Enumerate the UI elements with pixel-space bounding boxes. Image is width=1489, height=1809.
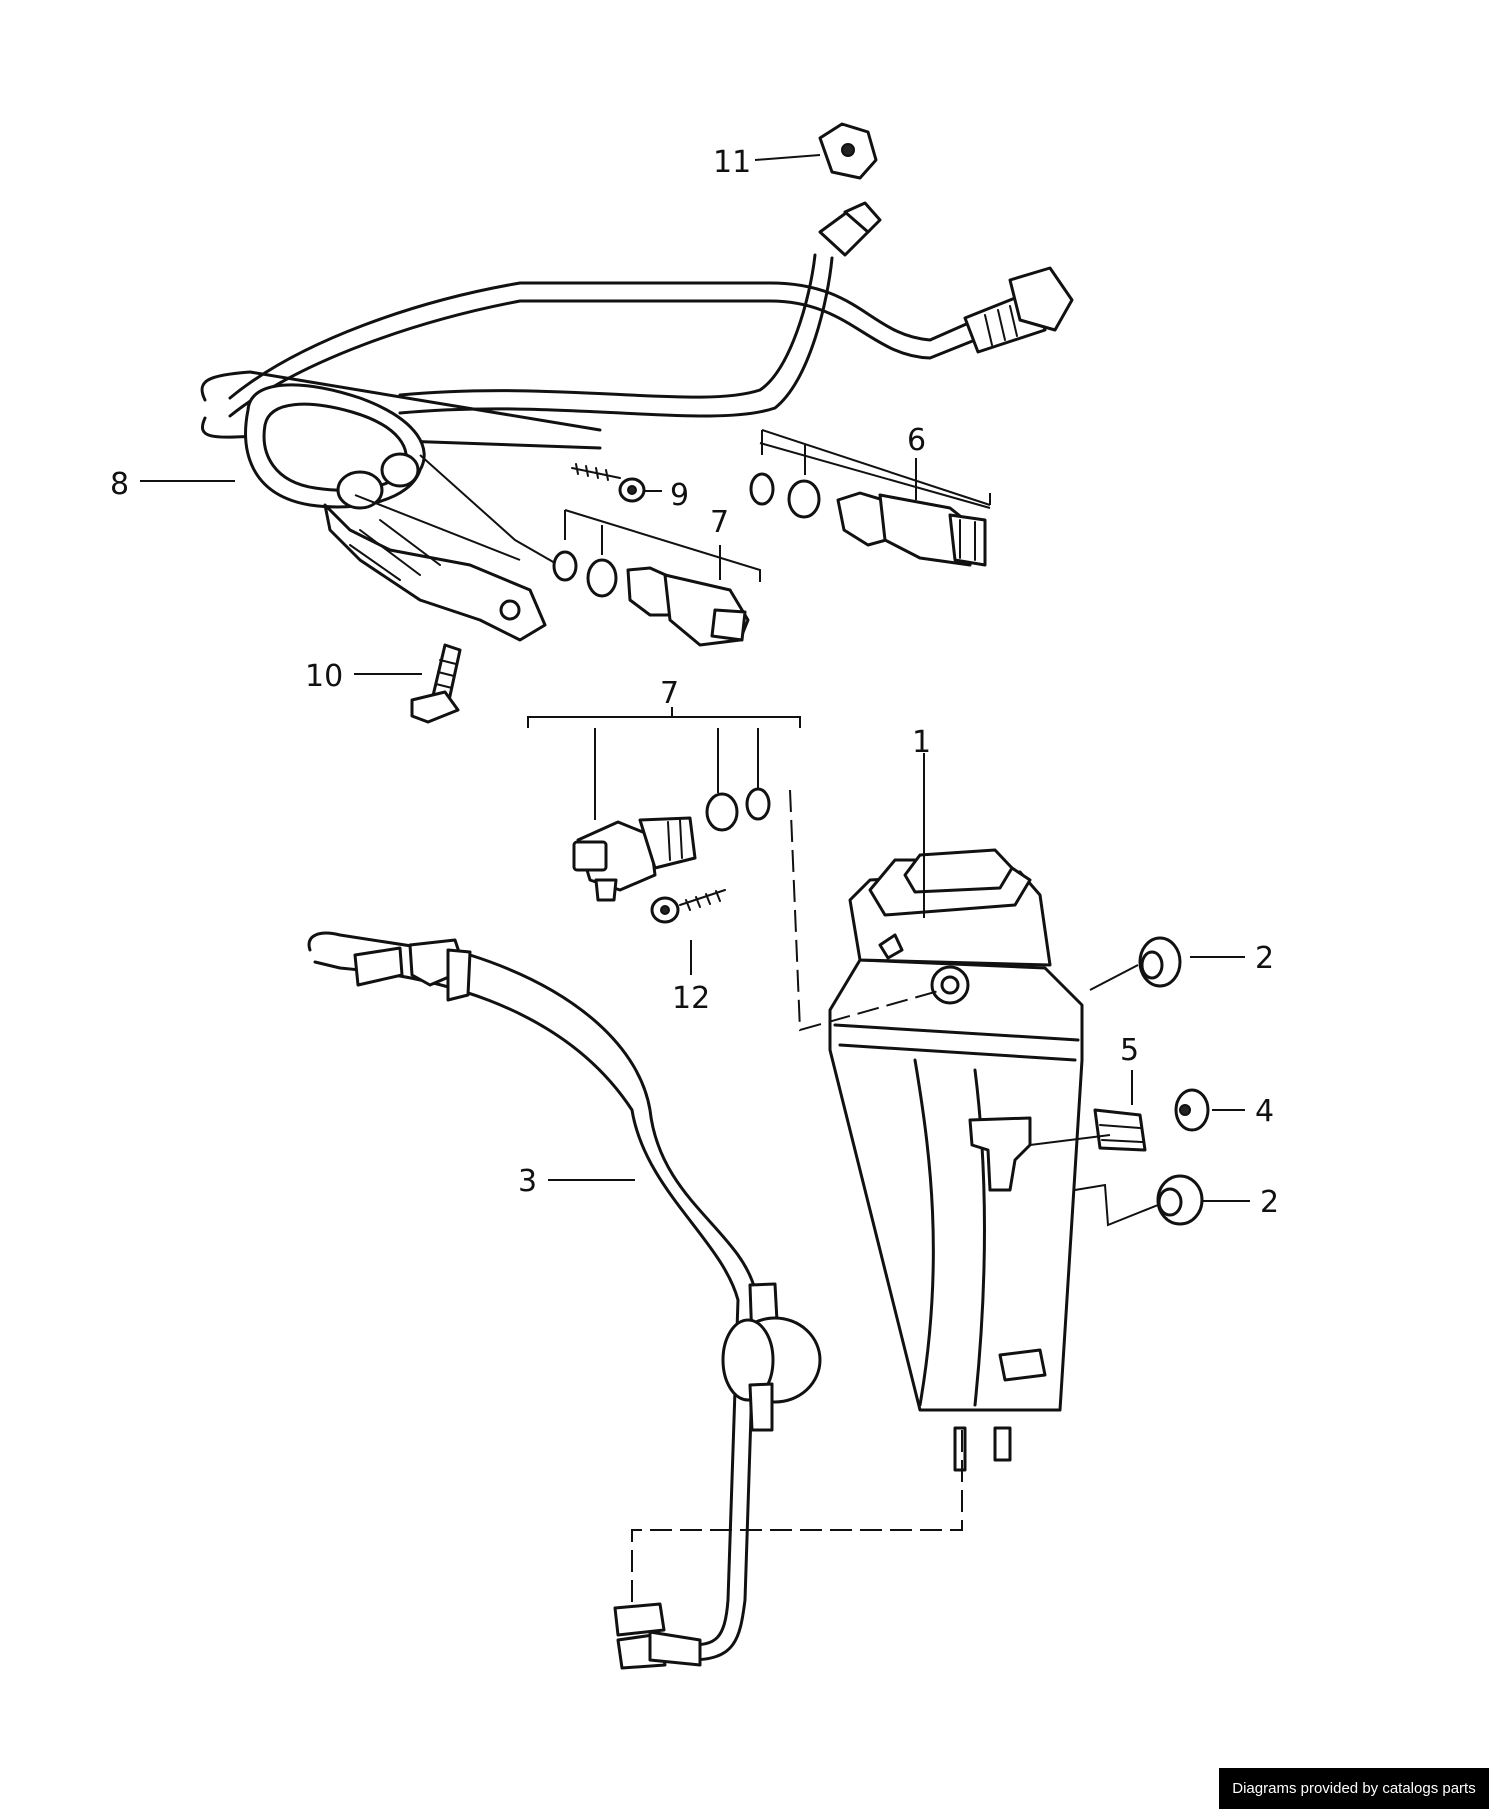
callout-2-upper: 2 [1255, 941, 1274, 976]
clip-5 [1093, 1108, 1147, 1152]
callout-1: 1 [912, 725, 931, 760]
callout-5: 5 [1120, 1033, 1139, 1068]
callout-6: 6 [907, 423, 926, 458]
callout-2-lower: 2 [1260, 1185, 1279, 1220]
clip-11 [818, 122, 878, 180]
credit-banner: Diagrams provided by catalogs parts [1219, 1768, 1489, 1809]
upper-vent-line [200, 201, 1074, 450]
callout-11: 11 [713, 145, 751, 180]
line-3 [307, 931, 822, 1670]
callout-7-middle: 7 [660, 676, 679, 711]
screw-10 [410, 643, 462, 724]
connection-lines [354, 442, 1159, 1610]
valve-6-group [749, 472, 987, 567]
callout-12: 12 [672, 981, 710, 1016]
callout-leaders [140, 154, 1250, 1202]
valve-7-middle-group [572, 787, 771, 902]
callout-labels: 11 6 8 9 7 10 7 1 12 2 5 4 3 2 [110, 145, 1279, 1220]
shutoff-valve [244, 383, 547, 642]
callout-4: 4 [1255, 1094, 1274, 1129]
screw-12 [650, 889, 726, 924]
callout-8: 8 [110, 467, 129, 502]
grommet-2-upper [1138, 936, 1182, 988]
retainer-4 [1174, 1088, 1210, 1132]
valve-7-upper-group [552, 550, 750, 647]
callout-7-upper: 7 [710, 505, 729, 540]
screw-9 [571, 463, 646, 503]
callout-9: 9 [670, 478, 689, 513]
callout-3: 3 [518, 1164, 537, 1199]
callout-10: 10 [305, 659, 343, 694]
charcoal-canister [828, 848, 1084, 1472]
grommet-2-lower [1156, 1174, 1204, 1226]
